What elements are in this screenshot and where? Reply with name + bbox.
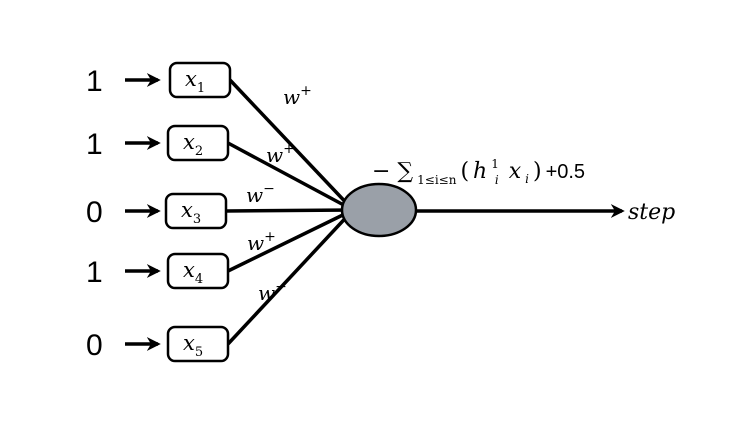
edge-3 bbox=[225, 208, 354, 213]
variable-index-5: 5 bbox=[195, 345, 203, 360]
output-label: step bbox=[628, 200, 675, 225]
formula-x-sub: i bbox=[525, 172, 529, 186]
weight-symbol-2: w bbox=[266, 143, 283, 167]
input-box-2 bbox=[166, 124, 230, 162]
weight-symbol-5: w bbox=[258, 281, 275, 305]
formula-x: x bbox=[509, 159, 522, 184]
variable-symbol-2: x bbox=[183, 130, 195, 154]
input-variable-3: x3 bbox=[181, 198, 201, 227]
input-box-4 bbox=[166, 252, 230, 290]
weight-label-4: w+ bbox=[247, 229, 276, 255]
edge-1 bbox=[228, 78, 355, 212]
variable-index-2: 2 bbox=[195, 144, 203, 159]
weight-label-3: w− bbox=[246, 181, 275, 207]
input-variable-5: x5 bbox=[183, 331, 203, 360]
input-variable-2: x2 bbox=[183, 130, 203, 159]
input-value-4: 1 bbox=[86, 256, 103, 289]
edge-5 bbox=[226, 208, 355, 346]
weight-sign-5: − bbox=[275, 279, 287, 295]
variable-index-4: 4 bbox=[195, 272, 203, 287]
variable-symbol-3: x bbox=[181, 198, 193, 222]
weight-label-2: w+ bbox=[266, 141, 295, 167]
variable-symbol-5: x bbox=[183, 331, 195, 355]
formula-close-paren: ) bbox=[533, 159, 542, 184]
variable-symbol-1: x bbox=[185, 67, 197, 91]
variable-index-3: 3 bbox=[193, 212, 201, 227]
formula-h-sub: i bbox=[495, 173, 499, 187]
input-box-1 bbox=[168, 61, 232, 99]
formula-h-sup: 1 bbox=[491, 157, 499, 171]
edge-4 bbox=[227, 208, 354, 273]
weight-label-5: w− bbox=[258, 279, 287, 305]
edge-2 bbox=[227, 141, 354, 212]
input-variable-4: x4 bbox=[183, 258, 203, 287]
formula-bias: +0.5 bbox=[546, 161, 585, 183]
input-value-5: 0 bbox=[86, 329, 103, 362]
weight-label-1: w+ bbox=[283, 83, 312, 109]
weight-symbol-4: w bbox=[247, 231, 264, 255]
input-value-3: 0 bbox=[86, 196, 103, 229]
variable-index-1: 1 bbox=[197, 81, 205, 96]
activation-formula: − ∑ 1≤i≤n ( h 1 i x i ) +0.5 bbox=[372, 155, 585, 188]
input-value-1: 1 bbox=[86, 65, 103, 98]
weight-symbol-3: w bbox=[246, 183, 263, 207]
input-variable-1: x1 bbox=[185, 67, 205, 96]
formula-range: 1≤i≤n bbox=[417, 173, 457, 187]
input-box-3 bbox=[164, 192, 228, 230]
weight-sign-3: − bbox=[263, 181, 275, 197]
weighted-edges: w+w+w−w+w− bbox=[225, 78, 355, 346]
weight-sign-2: + bbox=[283, 141, 295, 157]
neuron-node bbox=[340, 182, 418, 238]
input-box-5 bbox=[166, 325, 230, 363]
weight-sign-1: + bbox=[300, 83, 312, 99]
input-value-2: 1 bbox=[86, 128, 103, 161]
formula-neg-sum: − ∑ bbox=[372, 159, 413, 184]
variable-symbol-4: x bbox=[183, 258, 195, 282]
weight-sign-4: + bbox=[264, 229, 276, 245]
weight-symbol-1: w bbox=[283, 85, 300, 109]
formula-open-paren: ( bbox=[460, 159, 469, 184]
formula-h: h bbox=[473, 159, 487, 184]
